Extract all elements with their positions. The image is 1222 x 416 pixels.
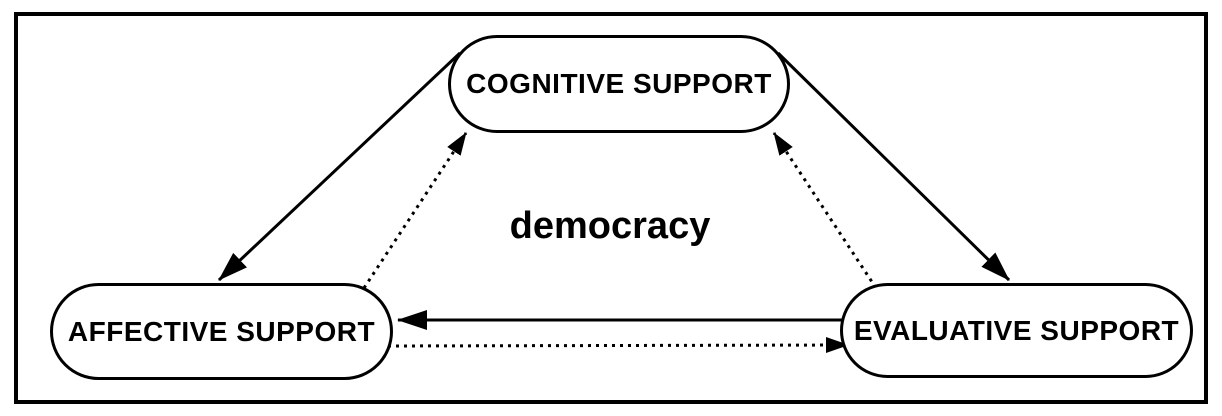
node-cognitive-support-label: COGNITIVE SUPPORT xyxy=(466,68,772,99)
center-label-democracy: democracy xyxy=(509,205,711,247)
node-affective-support-label: AFFECTIVE SUPPORT xyxy=(67,315,376,347)
node-affective-support: AFFECTIVE SUPPORT xyxy=(50,283,393,380)
node-evaluative-support: EVALUATIVE SUPPORT xyxy=(840,283,1193,378)
node-evaluative-support-label: EVALUATIVE SUPPORT xyxy=(853,314,1180,346)
node-cognitive-support: COGNITIVE SUPPORT xyxy=(448,35,790,133)
